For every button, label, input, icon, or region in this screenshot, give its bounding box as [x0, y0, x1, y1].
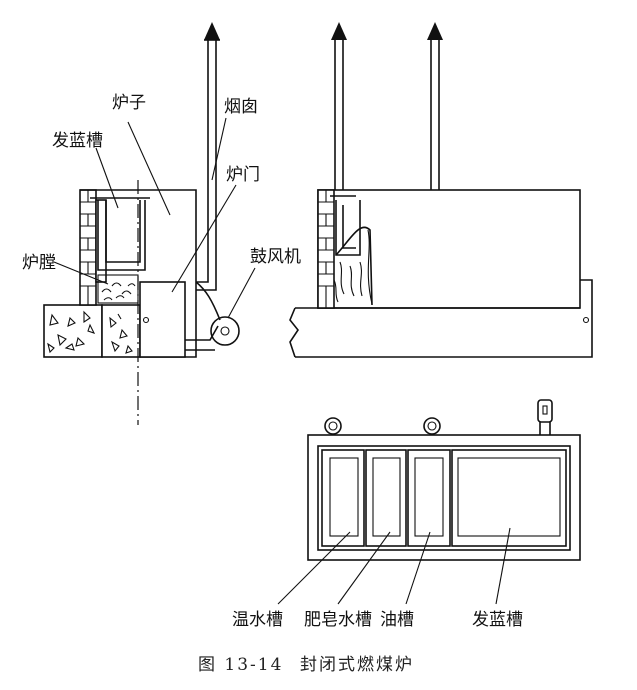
leaders-left — [53, 117, 256, 319]
label-furnace-chamber: 炉膛 — [22, 253, 56, 273]
leaders-bottom — [277, 527, 511, 605]
figure-title: 封闭式燃煤炉 — [300, 655, 414, 675]
brick-wall — [79, 189, 107, 306]
label-soap-water-tank: 肥皂水槽 — [304, 610, 372, 630]
foundation — [43, 304, 141, 358]
label-warm-water-tank: 温水槽 — [232, 610, 283, 630]
label-furnace: 炉子 — [112, 93, 146, 113]
label-chimney: 烟囱 — [224, 97, 258, 117]
section-view — [43, 22, 240, 425]
furnace-door — [139, 281, 186, 358]
label-bluing-tank: 发蓝槽 — [52, 131, 103, 151]
blower — [185, 281, 240, 351]
label-oil-tank: 油槽 — [380, 610, 414, 630]
label-furnace-door: 炉门 — [226, 165, 260, 185]
bluing-tank-section — [90, 197, 150, 271]
label-bluing-tank-plan: 发蓝槽 — [472, 610, 523, 630]
oil-tank — [407, 449, 451, 547]
bluing-tank-plan — [451, 449, 567, 547]
plan-view — [307, 399, 581, 561]
elevation-view — [289, 22, 593, 358]
label-blower: 鼓风机 — [250, 247, 301, 267]
figure-number: 图 13-14 — [198, 655, 283, 675]
chimney-pipe — [196, 22, 220, 291]
soap-water-tank — [365, 449, 407, 547]
warm-water-tank — [321, 449, 365, 547]
